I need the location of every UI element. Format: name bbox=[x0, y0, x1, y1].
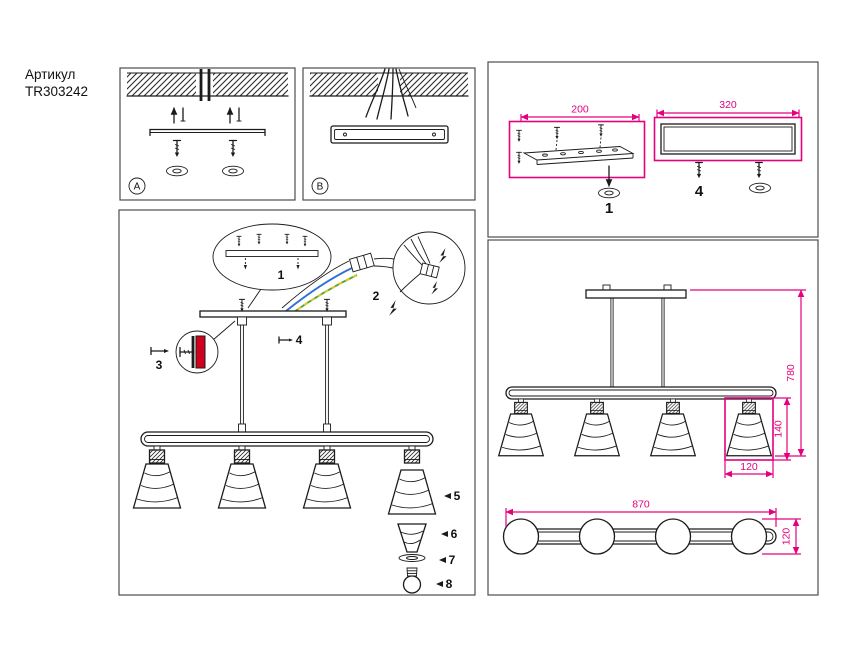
anchor-dowel-large bbox=[749, 182, 771, 194]
assembly-panel: 1 2 bbox=[118, 209, 476, 596]
article-block: Артикул TR303242 bbox=[25, 67, 88, 99]
anchor-dowel-small bbox=[598, 187, 620, 199]
bracket-large-qty: 4 bbox=[695, 183, 704, 200]
dim-780-label: 780 bbox=[785, 364, 797, 382]
lamp-4-exploded: 5 6 7 8 bbox=[387, 445, 461, 594]
ceiling-hatch-a bbox=[126, 72, 289, 97]
top-lamp-3 bbox=[654, 518, 692, 555]
step-2-label: 2 bbox=[373, 289, 380, 303]
top-lamp-2 bbox=[578, 518, 616, 555]
bracket-large-drawing bbox=[660, 123, 796, 155]
step-3-label: 3 bbox=[156, 358, 163, 372]
inner-cone bbox=[397, 523, 427, 553]
dim-body-depth: 120 bbox=[762, 518, 801, 555]
step-1-label: 1 bbox=[278, 268, 285, 282]
terminal-block bbox=[348, 252, 375, 273]
step-8-label: 8 bbox=[446, 577, 453, 591]
bracket-large-group: 320 4 bbox=[653, 99, 803, 200]
dim-120-shade-label: 120 bbox=[740, 461, 758, 473]
dim-overall-height: 780 bbox=[690, 289, 806, 457]
wiring-step: 2 bbox=[281, 252, 397, 316]
top-lamp-1 bbox=[502, 518, 540, 555]
panel-b-mounting: B bbox=[302, 67, 476, 201]
bar-end-red-detail bbox=[195, 335, 206, 369]
panel-a-badge bbox=[128, 177, 146, 195]
terminal-block-detail bbox=[419, 262, 440, 279]
callout-bar-end-detail: 3 bbox=[150, 320, 236, 374]
mounting-bar-side-a bbox=[149, 128, 266, 137]
bracket-small-length: 200 bbox=[571, 104, 589, 116]
front-view bbox=[498, 284, 777, 461]
article-label: Артикул bbox=[25, 67, 75, 82]
screw-icon-step3 bbox=[150, 346, 169, 356]
step-5-label: 5 bbox=[454, 489, 461, 503]
dim-870-label: 870 bbox=[632, 499, 650, 511]
bracket-small-drawing bbox=[516, 124, 635, 165]
canopy-plate-b bbox=[330, 125, 449, 144]
panel-a-letter: A bbox=[134, 182, 141, 193]
callout-wiring-detail bbox=[392, 231, 466, 305]
panel-b-letter: B bbox=[317, 182, 324, 193]
wire-yellow bbox=[290, 274, 358, 315]
panel-a-mounting: A bbox=[119, 67, 296, 201]
ceiling-hatch-b bbox=[309, 72, 469, 97]
callout-plate-detail: 1 bbox=[212, 223, 332, 309]
bracket-large-highlight-box bbox=[653, 116, 803, 162]
bracket-small-highlight-box bbox=[508, 120, 646, 179]
dim-overall-length: 870 bbox=[505, 499, 777, 527]
wire-blue bbox=[285, 267, 353, 312]
bracket-large-length: 320 bbox=[719, 99, 737, 111]
hardware-panel: 200 1 bbox=[487, 61, 819, 238]
step-4-label: 4 bbox=[296, 333, 303, 347]
bulb-icon bbox=[402, 567, 422, 594]
dim-lamp-width: 120 bbox=[724, 460, 774, 478]
ceiling-bar bbox=[199, 298, 347, 326]
top-view bbox=[502, 518, 777, 555]
push-up-bolts-a bbox=[170, 107, 242, 124]
step-4-callout: 4 bbox=[278, 333, 303, 347]
lamp-highlight-box bbox=[724, 397, 774, 461]
top-lamp-4 bbox=[730, 518, 768, 555]
dim-140-label: 140 bbox=[773, 420, 785, 438]
fixture-frame bbox=[140, 431, 434, 447]
bracket-small-group: 200 1 bbox=[508, 104, 646, 217]
dim-lamp-height: 140 bbox=[773, 397, 791, 461]
step-7-label: 7 bbox=[449, 553, 456, 567]
ceiling-wires-b bbox=[365, 68, 417, 120]
dim-120-depth-label: 120 bbox=[781, 528, 793, 546]
suspension-rods bbox=[238, 325, 331, 434]
hardware-panel-border bbox=[487, 61, 819, 238]
panel-b-badge bbox=[311, 177, 329, 195]
step-6-label: 6 bbox=[451, 527, 458, 541]
fixing-ring bbox=[398, 554, 426, 562]
article-number: TR303242 bbox=[25, 84, 88, 99]
dimension-panel: 780 140 120 8 bbox=[487, 239, 819, 596]
hanging-rods-a bbox=[199, 69, 211, 101]
bracket-small-qty: 1 bbox=[605, 200, 613, 217]
